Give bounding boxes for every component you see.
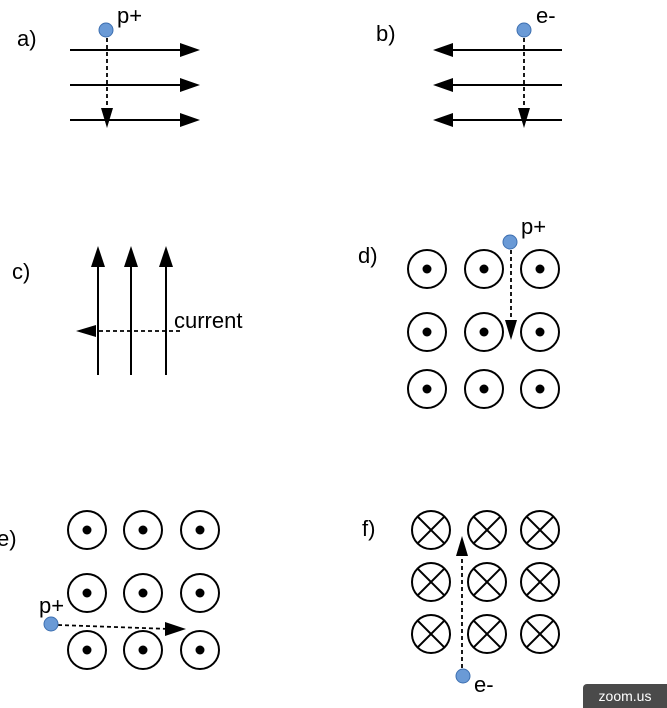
velocity-arrow (57, 622, 186, 636)
dot-in-circle-icon (180, 630, 220, 670)
particle-label: e- (474, 672, 494, 697)
current-label: current (174, 308, 242, 333)
dot-in-circle-icon (407, 249, 447, 289)
dot-in-circle-icon (464, 312, 504, 352)
panel-e: e) p+ (0, 510, 220, 670)
dot-in-circle-icon (407, 312, 447, 352)
dot-in-circle-icon (464, 369, 504, 409)
panel-a: a) p+ (17, 3, 200, 128)
cross-in-circle-icon (411, 614, 451, 654)
electron-particle (516, 22, 532, 38)
panel-d-label: d) (358, 243, 378, 268)
dot-in-circle-icon (67, 510, 107, 550)
dot-in-circle-icon (520, 249, 560, 289)
current-arrow (76, 325, 182, 337)
panel-c: c) current (12, 246, 242, 375)
cross-in-circle-icon (467, 510, 507, 550)
electron-particle (455, 668, 471, 684)
field-in-grid (411, 510, 560, 654)
field-out-grid (67, 510, 220, 670)
panel-d: d) p+ (358, 214, 560, 409)
cross-in-circle-icon (520, 510, 560, 550)
velocity-arrow (456, 536, 468, 668)
dot-in-circle-icon (67, 630, 107, 670)
velocity-arrow (505, 250, 517, 340)
proton-particle (502, 234, 518, 250)
dot-in-circle-icon (123, 630, 163, 670)
proton-particle (43, 616, 59, 632)
panel-f: f) e- (362, 510, 560, 697)
dot-in-circle-icon (180, 573, 220, 613)
dot-in-circle-icon (407, 369, 447, 409)
field-lines-up (91, 246, 173, 375)
panel-f-label: f) (362, 516, 375, 541)
panel-c-label: c) (12, 259, 30, 284)
panel-a-label: a) (17, 26, 37, 51)
particle-label: p+ (39, 593, 64, 618)
panel-b-label: b) (376, 21, 396, 46)
particle-label: e- (536, 3, 556, 28)
dot-in-circle-icon (464, 249, 504, 289)
cross-in-circle-icon (411, 510, 451, 550)
cross-in-circle-icon (467, 614, 507, 654)
proton-particle (98, 22, 114, 38)
particle-label: p+ (117, 3, 142, 28)
dot-in-circle-icon (67, 573, 107, 613)
dot-in-circle-icon (520, 369, 560, 409)
field-out-grid (407, 249, 560, 409)
panel-b: b) e- (376, 3, 562, 128)
cross-in-circle-icon (520, 614, 560, 654)
particle-label: p+ (521, 214, 546, 239)
cross-in-circle-icon (520, 562, 560, 602)
field-lines-left (433, 43, 562, 127)
dot-in-circle-icon (520, 312, 560, 352)
cross-in-circle-icon (467, 562, 507, 602)
panel-e-label: e) (0, 526, 17, 551)
velocity-arrow (101, 38, 113, 128)
zoom-badge: zoom.us (583, 684, 667, 708)
dot-in-circle-icon (180, 510, 220, 550)
dot-in-circle-icon (123, 573, 163, 613)
dot-in-circle-icon (123, 510, 163, 550)
velocity-arrow (518, 38, 530, 128)
cross-in-circle-icon (411, 562, 451, 602)
field-lines-right (70, 43, 200, 127)
